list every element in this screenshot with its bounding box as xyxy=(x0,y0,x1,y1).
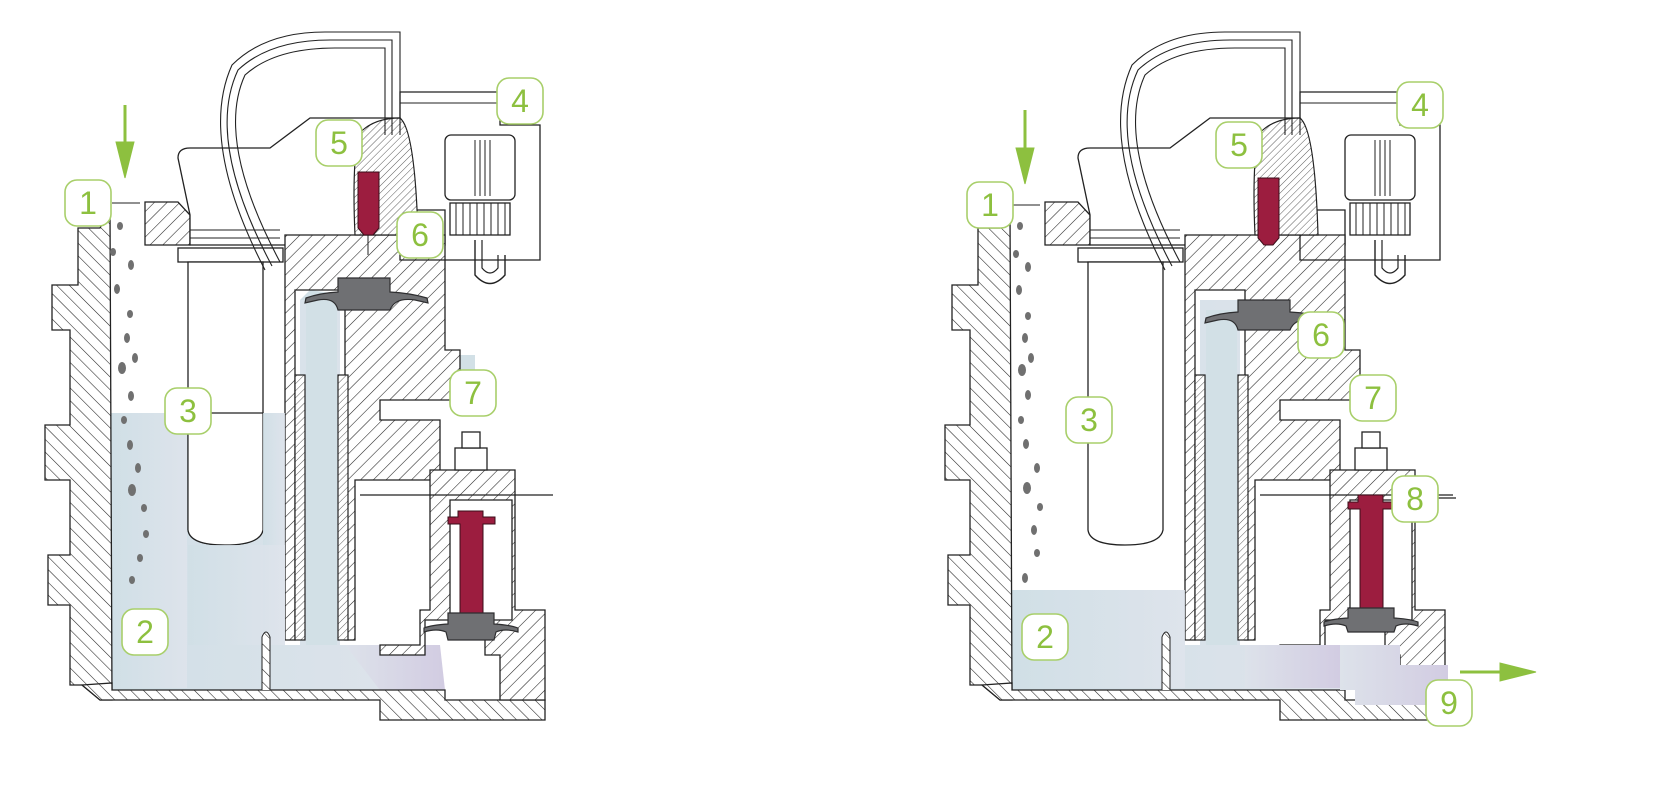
svg-text:5: 5 xyxy=(1230,127,1248,163)
label-4: 4 xyxy=(496,77,544,125)
svg-text:6: 6 xyxy=(411,217,429,253)
label-6: 6 xyxy=(1297,311,1345,359)
label-8: 8 xyxy=(1391,475,1439,523)
svg-text:6: 6 xyxy=(1312,317,1330,353)
label-2: 2 xyxy=(1021,613,1069,661)
main-diaphragm xyxy=(304,277,429,311)
label-7: 7 xyxy=(1349,374,1397,422)
pilot-plunger xyxy=(1257,177,1280,246)
inlet-arrow-icon xyxy=(115,105,135,179)
steam-bubbles xyxy=(110,222,149,584)
label-5: 5 xyxy=(315,119,363,167)
svg-text:2: 2 xyxy=(1036,619,1054,655)
label-6: 6 xyxy=(396,211,444,259)
svg-text:7: 7 xyxy=(1364,380,1382,416)
svg-text:9: 9 xyxy=(1440,685,1458,721)
svg-text:1: 1 xyxy=(79,185,97,221)
pilot-plunger xyxy=(357,171,380,236)
label-1: 1 xyxy=(64,179,112,227)
label-3: 3 xyxy=(164,387,212,435)
svg-text:7: 7 xyxy=(464,375,482,411)
label-2: 2 xyxy=(121,608,169,656)
right-diagram: 1 2 3 4 5 6 7 8 9 xyxy=(944,31,1537,727)
outlet-diaphragm xyxy=(1323,607,1419,633)
svg-text:2: 2 xyxy=(136,614,154,650)
outflow xyxy=(345,645,445,690)
steam-bubbles xyxy=(1013,222,1043,583)
outlet-plunger xyxy=(1347,494,1396,609)
svg-text:3: 3 xyxy=(1080,402,1098,438)
label-9: 9 xyxy=(1425,679,1473,727)
outlet-plunger xyxy=(447,510,496,614)
outlet-diaphragm xyxy=(423,612,519,641)
svg-text:5: 5 xyxy=(330,125,348,161)
left-diagram: 1 2 3 4 5 6 7 xyxy=(44,31,554,721)
label-5: 5 xyxy=(1215,121,1263,169)
outlet-arrow-icon xyxy=(1460,662,1537,682)
label-7: 7 xyxy=(449,369,497,417)
label-1: 1 xyxy=(966,181,1014,229)
label-4: 4 xyxy=(1396,81,1444,129)
svg-text:1: 1 xyxy=(981,187,999,223)
label-3: 3 xyxy=(1065,396,1113,444)
inlet-arrow-icon xyxy=(1015,110,1035,185)
outflow xyxy=(1340,645,1448,705)
svg-text:3: 3 xyxy=(179,393,197,429)
svg-text:4: 4 xyxy=(1411,87,1429,123)
svg-text:8: 8 xyxy=(1406,481,1424,517)
svg-text:4: 4 xyxy=(511,83,529,119)
